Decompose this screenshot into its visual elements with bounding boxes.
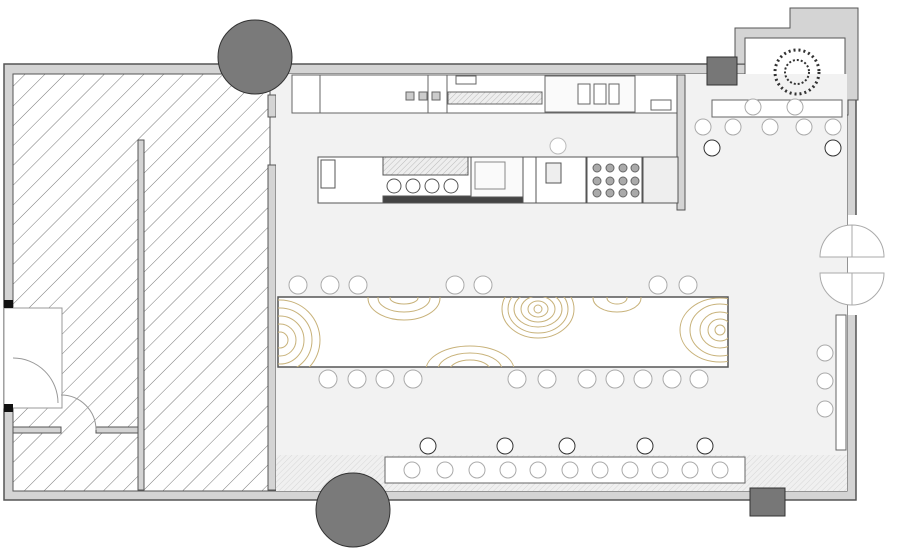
stool xyxy=(436,461,454,479)
stool xyxy=(761,118,779,136)
communal-table xyxy=(277,296,729,368)
stool xyxy=(347,369,367,389)
stool xyxy=(711,461,729,479)
stools xyxy=(288,98,842,418)
stool xyxy=(558,437,576,455)
pillar-top-right xyxy=(706,56,738,86)
stool xyxy=(348,275,368,295)
right-entrance-door[interactable] xyxy=(819,215,885,315)
stool xyxy=(816,400,834,418)
stool xyxy=(651,461,669,479)
stool xyxy=(288,275,308,295)
stool xyxy=(816,372,834,390)
stool xyxy=(689,369,709,389)
kitchen-island xyxy=(317,137,679,204)
stool xyxy=(496,437,514,455)
stool xyxy=(468,461,486,479)
stool xyxy=(633,369,653,389)
stool xyxy=(561,461,579,479)
stool xyxy=(445,275,465,295)
bench-stools xyxy=(403,461,729,479)
stool xyxy=(648,275,668,295)
stool xyxy=(537,369,557,389)
left-entrance-door[interactable] xyxy=(3,300,97,431)
stool xyxy=(320,275,340,295)
pillar-bottom-right xyxy=(749,487,786,517)
back-counter xyxy=(291,74,678,114)
glass-rack xyxy=(592,163,640,198)
stool xyxy=(786,98,804,116)
stool xyxy=(744,98,762,116)
stool xyxy=(605,369,625,389)
stool xyxy=(375,369,395,389)
stool xyxy=(419,437,437,455)
stool xyxy=(507,369,527,389)
right-wall-bench xyxy=(835,314,847,451)
stool xyxy=(577,369,597,389)
stool xyxy=(403,461,421,479)
stool xyxy=(795,118,813,136)
stool xyxy=(529,461,547,479)
stools-dark xyxy=(419,139,842,455)
stool xyxy=(703,139,721,157)
stool xyxy=(824,139,842,157)
stool xyxy=(678,275,698,295)
stool xyxy=(681,461,699,479)
column-top xyxy=(217,19,293,95)
stool xyxy=(621,461,639,479)
stool xyxy=(499,461,517,479)
stool xyxy=(694,118,712,136)
stool xyxy=(591,461,609,479)
tree-planter-icon xyxy=(773,48,821,96)
stool xyxy=(636,437,654,455)
stool xyxy=(473,275,493,295)
stool xyxy=(724,118,742,136)
column-bottom xyxy=(315,472,391,548)
window-bench-top-right xyxy=(711,99,843,118)
stool xyxy=(816,344,834,362)
stool xyxy=(403,369,423,389)
stool xyxy=(662,369,682,389)
stool xyxy=(318,369,338,389)
stool xyxy=(824,118,842,136)
stool xyxy=(696,437,714,455)
